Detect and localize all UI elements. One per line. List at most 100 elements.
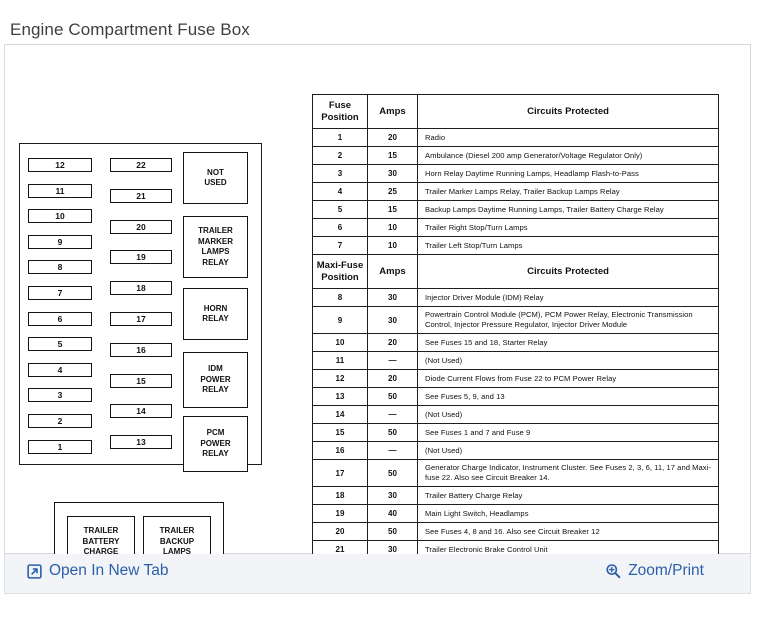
fuse-slot-6[interactable]: 6 — [28, 311, 92, 326]
fuse-slot-14[interactable]: 14 — [110, 404, 172, 419]
cell-amps: 15 — [367, 200, 418, 219]
fuse-slot-13[interactable]: 13 — [110, 435, 172, 450]
zoom-print-link[interactable]: Zoom/Print — [605, 562, 704, 580]
header-position-line1: Fuse — [328, 100, 352, 111]
fuse-slot-17[interactable]: 17 — [110, 312, 172, 326]
fuse-slot-21[interactable]: 21 — [110, 188, 172, 203]
fuse-slot-22[interactable]: 22 — [110, 158, 172, 172]
cell-fuse-position: 18 — [312, 486, 368, 505]
cell-circuits-protected: Powertrain Control Module (PCM), PCM Pow… — [417, 306, 719, 334]
relay-label-line: IDM — [208, 364, 223, 374]
fuse-slot-9[interactable]: 9 — [28, 234, 92, 249]
relay-label-line: HORN — [203, 303, 228, 313]
fuse-slot-4[interactable]: 4 — [28, 362, 92, 377]
cell-fuse-position: 11 — [312, 351, 368, 370]
cell-circuits-protected: See Fuses 15 and 18, Starter Relay — [417, 333, 719, 352]
fuse-slot-20[interactable]: 20 — [110, 219, 172, 234]
relay-label-line: CHARGE — [83, 547, 119, 556]
magnifier-plus-icon — [605, 563, 621, 579]
cell-amps: 10 — [367, 236, 418, 255]
relay-label-line: BATTERY — [82, 536, 120, 546]
cell-circuits-protected: (Not Used) — [417, 405, 719, 424]
relay-label-line: PCM — [206, 428, 225, 438]
cell-fuse-position: 17 — [312, 459, 368, 487]
cell-fuse-position: 14 — [312, 405, 368, 424]
fuse-slot-5[interactable]: 5 — [28, 337, 92, 352]
cell-fuse-position: 6 — [312, 218, 368, 237]
fuse-slot-18[interactable]: 18 — [110, 281, 172, 296]
page-title: Engine Compartment Fuse Box — [10, 20, 250, 39]
cell-amps: 30 — [367, 288, 418, 307]
cell-circuits-protected: Ambulance (Diesel 200 amp Generator/Volt… — [417, 146, 719, 165]
relay-label-line: BACKUP — [159, 536, 195, 546]
open-in-new-tab-link[interactable]: Open In New Tab — [27, 562, 168, 580]
cell-fuse-position: 9 — [312, 306, 368, 334]
fuse-slot-10[interactable]: 10 — [28, 209, 92, 224]
cell-amps: — — [367, 441, 418, 460]
fuse-column-middle: 22 21 20 19 18 17 16 15 14 13 — [110, 144, 172, 464]
cell-amps: 15 — [367, 146, 418, 165]
fuse-column-left: 12 11 10 9 8 7 6 5 4 3 2 1 — [28, 144, 92, 464]
cell-amps: 50 — [367, 387, 418, 406]
cell-amps: 25 — [367, 182, 418, 201]
cell-fuse-position: 19 — [312, 504, 368, 523]
cell-fuse-position: 1 — [312, 128, 368, 147]
zoom-print-label: Zoom/Print — [628, 562, 704, 579]
relay-label-line: LAMPS — [201, 247, 230, 256]
relay-label-line: RELAY — [202, 314, 229, 323]
cell-circuits-protected: See Fuses 5, 9, and 13 — [417, 387, 719, 406]
cell-amps: 10 — [367, 218, 418, 237]
cell-circuits-protected: Injector Driver Module (IDM) Relay — [417, 288, 719, 307]
fuse-slot-8[interactable]: 8 — [28, 260, 92, 275]
fuse-slot-19[interactable]: 19 — [110, 250, 172, 265]
cell-circuits-protected: Trailer Right Stop/Turn Lamps — [417, 218, 719, 237]
cell-amps: 50 — [367, 459, 418, 487]
fuse-slot-11[interactable]: 11 — [28, 183, 92, 198]
header-position-line1: Maxi-Fuse — [316, 260, 364, 271]
relay-label-line: POWER — [200, 438, 231, 448]
cell-circuits-protected: (Not Used) — [417, 441, 719, 460]
fuse-slot-1[interactable]: 1 — [28, 439, 92, 454]
fuse-slot-12[interactable]: 12 — [28, 158, 92, 172]
relay-label-line: MARKER — [197, 236, 234, 246]
cell-fuse-position: 10 — [312, 333, 368, 352]
header-amps: Amps — [367, 94, 418, 129]
relay-label-line: NOT — [207, 167, 224, 177]
relay-label-line: USED — [204, 178, 227, 187]
cell-fuse-position: 13 — [312, 387, 368, 406]
cell-fuse-position: 12 — [312, 369, 368, 388]
open-in-new-tab-label: Open In New Tab — [49, 562, 169, 579]
fuse-slot-7[interactable]: 7 — [28, 286, 92, 300]
cell-fuse-position: 20 — [312, 522, 368, 541]
fuse-slot-3[interactable]: 3 — [28, 388, 92, 403]
cell-amps: 50 — [367, 522, 418, 541]
fuse-slot-2[interactable]: 2 — [28, 414, 92, 428]
fuse-slot-16[interactable]: 16 — [110, 342, 172, 357]
relay-label-line: RELAY — [202, 257, 229, 267]
fuse-slot-15[interactable]: 15 — [110, 373, 172, 388]
footer-toolbar: Open In New Tab Zoom/Print — [4, 554, 751, 594]
cell-fuse-position: 16 — [312, 441, 368, 460]
